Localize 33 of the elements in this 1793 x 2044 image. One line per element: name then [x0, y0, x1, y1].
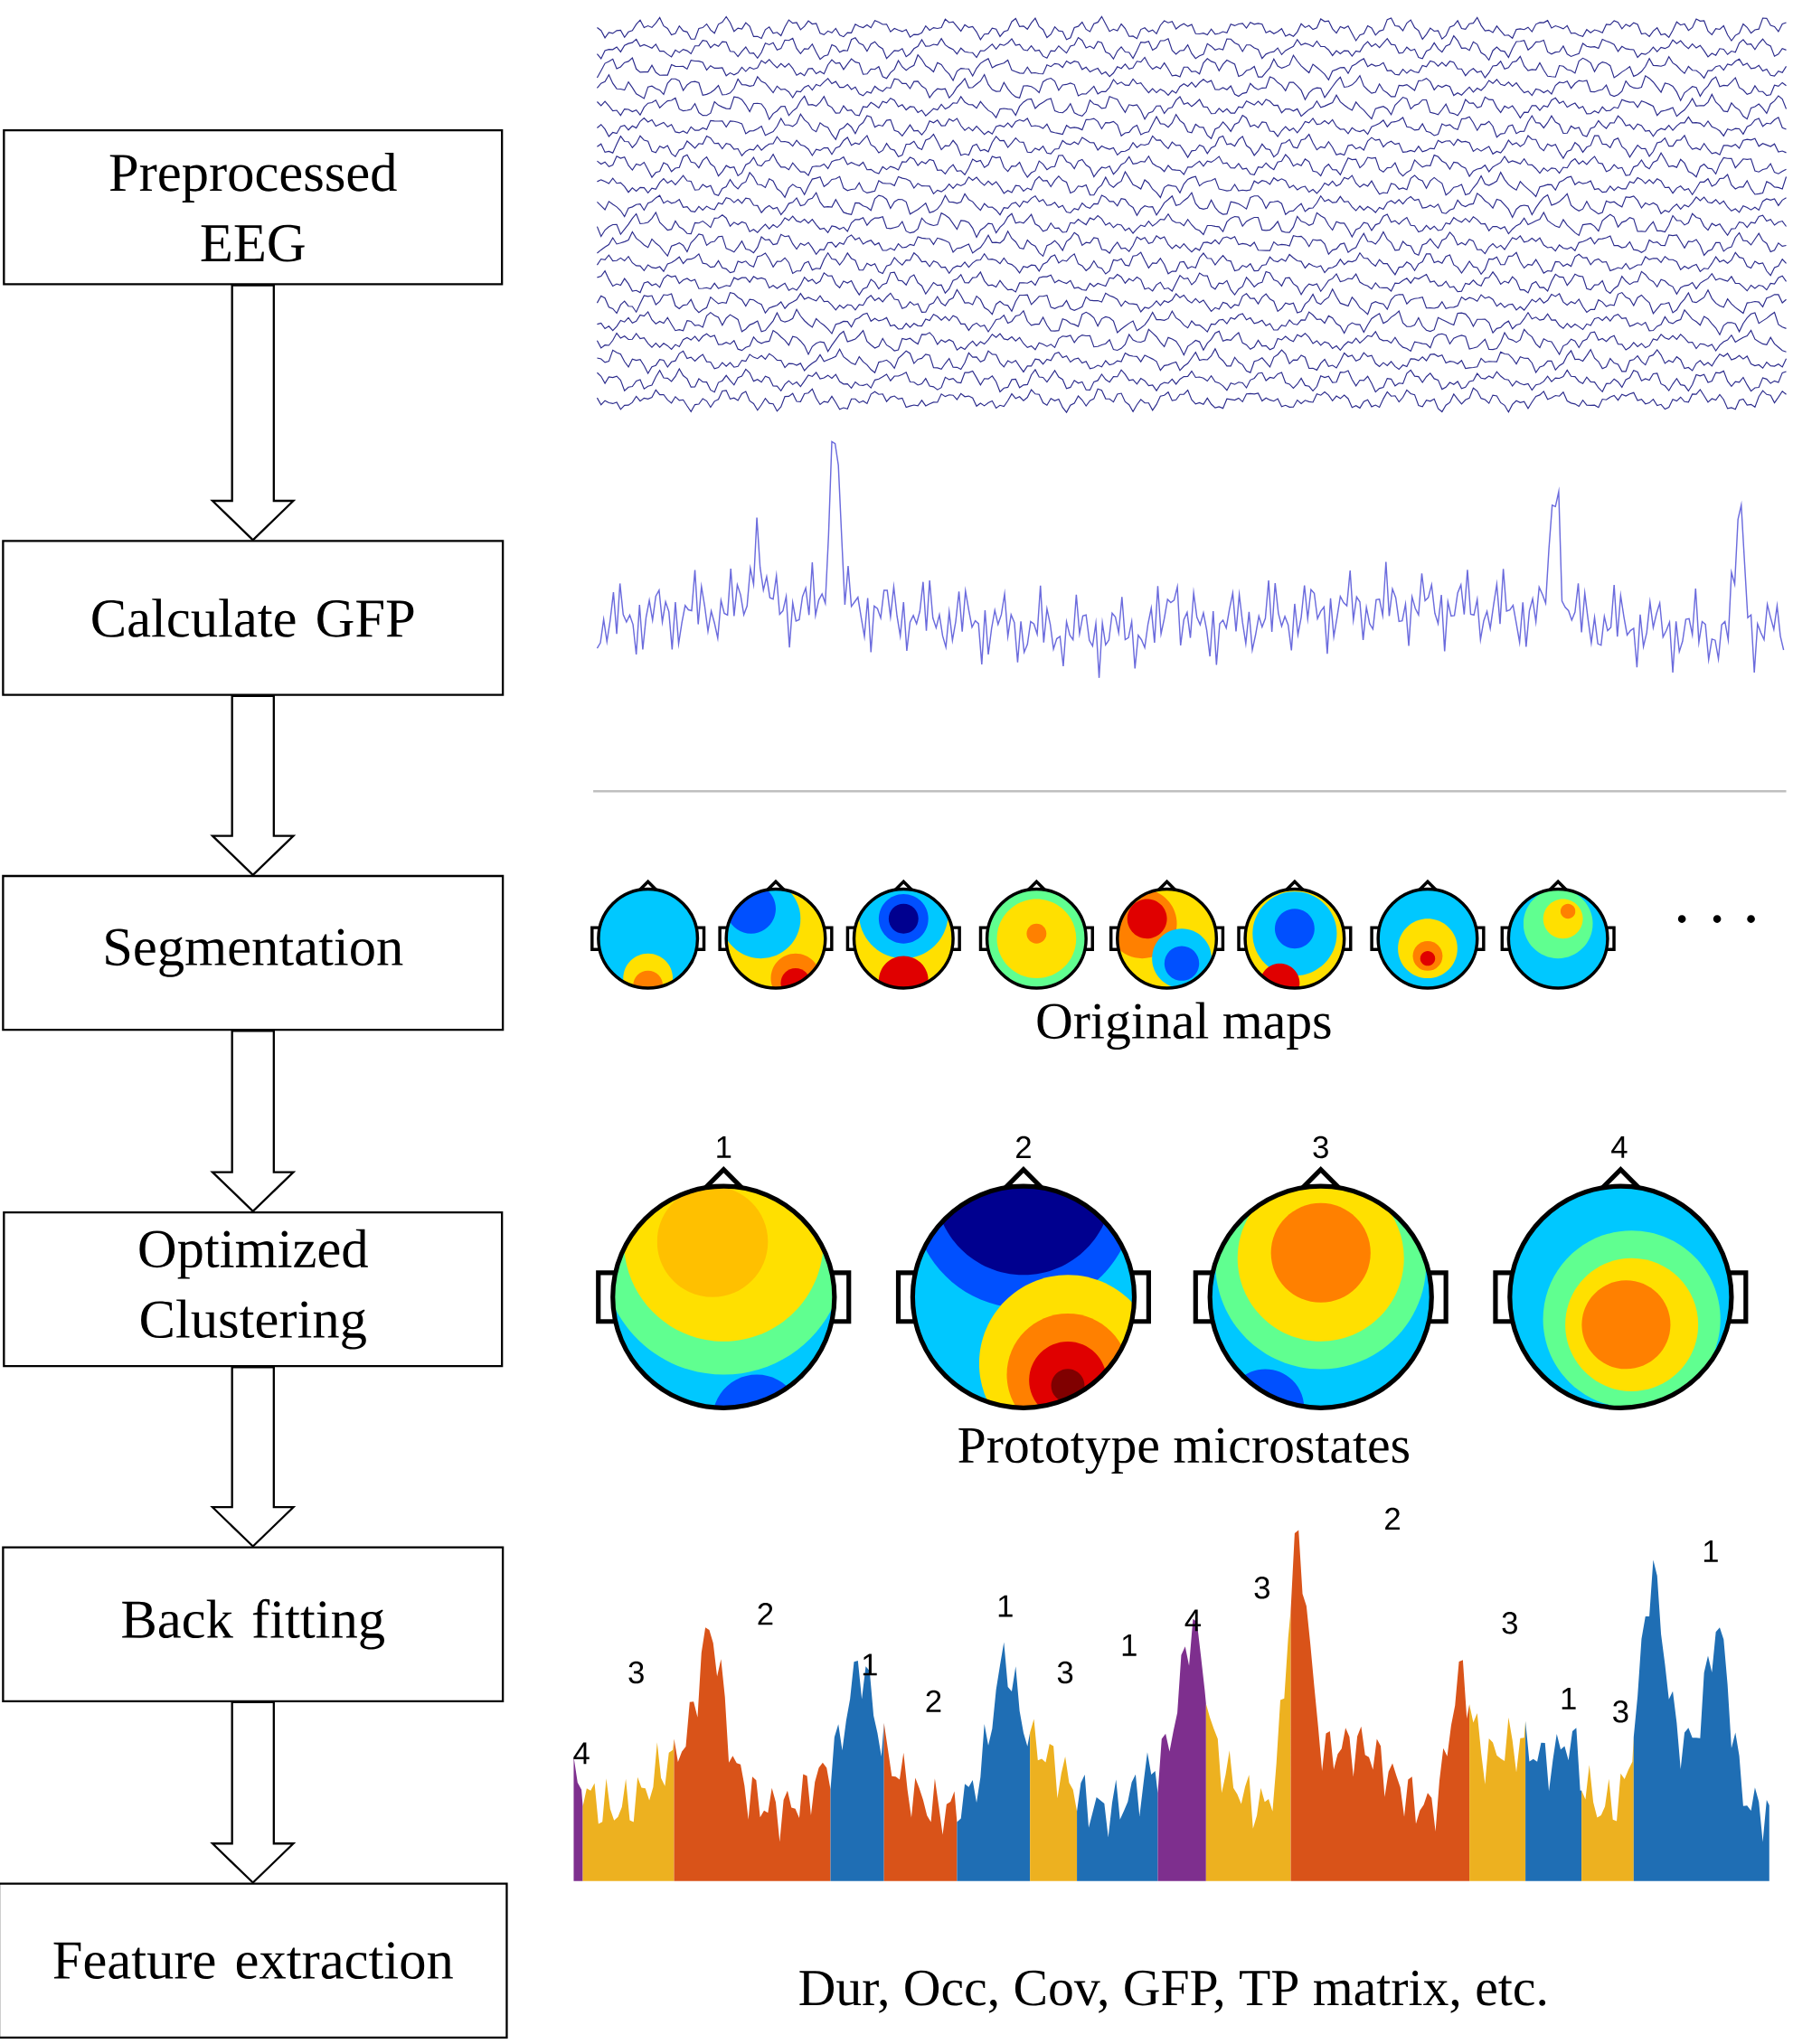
block-arrow: [210, 1700, 297, 1885]
block-arrow: [210, 284, 297, 542]
map-number: 4: [1611, 1136, 1628, 1158]
segment-number: 1: [998, 1595, 1013, 1617]
block-arrow: [210, 1366, 297, 1549]
segment-number: 3: [628, 1661, 644, 1684]
segment-number: 2: [926, 1690, 941, 1712]
process-box: Calculate GFP: [2, 540, 505, 696]
block-arrow: [210, 694, 297, 877]
segment-number: 1: [1704, 1540, 1718, 1562]
segment-number: 1: [1122, 1634, 1137, 1656]
segment-number: 3: [1502, 1612, 1518, 1634]
segment-number: 3: [1254, 1577, 1270, 1599]
segment-number: 2: [758, 1603, 773, 1625]
process-box: Back fitting: [2, 1546, 505, 1702]
process-box: Feature extraction: [0, 1882, 508, 2039]
feature-list-text: Dur, Occ, Cov, GFP, TP matrix, etc.: [799, 1970, 1546, 2013]
segment-number: 3: [1613, 1700, 1628, 1723]
caption-text: Original maps: [1037, 1002, 1331, 1050]
map-number: 3: [1313, 1135, 1328, 1159]
map-number: 1: [717, 1136, 731, 1158]
process-box: Segmentation: [2, 874, 505, 1031]
segment-number: 4: [1184, 1609, 1202, 1632]
segment-number: 2: [1385, 1507, 1401, 1530]
segment-number: 1: [1562, 1688, 1576, 1710]
segment-number: 3: [1057, 1661, 1073, 1684]
segment-number: 1: [863, 1653, 877, 1676]
process-box: Preprocessed EEG: [3, 129, 504, 286]
block-arrow: [210, 1030, 297, 1213]
process-box: Optimized Clustering: [3, 1210, 504, 1368]
map-number: 2: [1016, 1135, 1031, 1159]
caption-text: Prototype microstates: [958, 1427, 1410, 1474]
segment-number: 4: [573, 1742, 590, 1765]
